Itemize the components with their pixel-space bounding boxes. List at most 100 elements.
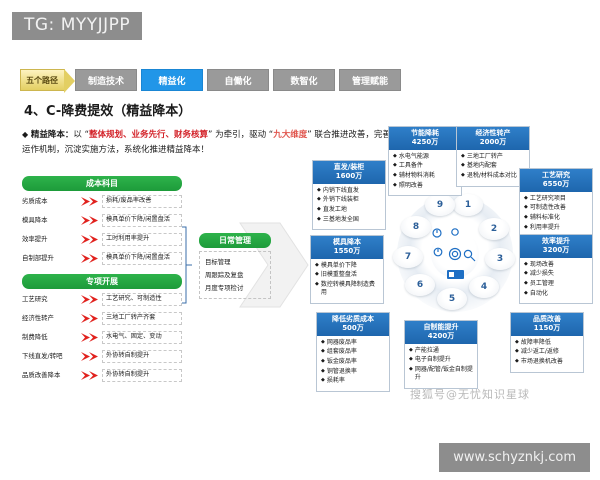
card-item: ◆利用率提升 [524,223,560,231]
stopwatch-icon [433,247,443,257]
card-item-label: 辅材物料消耗 [398,172,435,180]
card-item: ◆基地内配套 [461,162,497,170]
card-item-label: 模具单价下降 [320,261,357,269]
card-item-label: 网器/配管/钣金自制提升 [414,366,473,382]
wheel-petal-4[interactable]: 4 [469,276,499,298]
card-body: ◆内销下线直发 ◆外销下线装柜 ◆直发工地 ◆三基地发全国 [313,184,385,229]
card-body: ◆模具单价下降 ◆旧模重整盘活 ◆数控转模具降制造费用 [311,259,383,303]
card-item: ◆三基地发全国 [317,215,359,223]
card-item: ◆损耗率 [321,377,345,385]
card-item: ◆内销下线直发 [317,186,359,194]
card-item: ◆旧模重整盘活 [315,271,357,279]
card-item-label: 故障率降低 [520,338,551,346]
card-amount: 500万 [342,324,364,333]
card-zhifa[interactable]: 直发/装柜 1600万 ◆内销下线直发 ◆外销下线装柜 ◆直发工地 ◆三基地发全… [312,160,386,231]
card-item-label: 工艺研究项目 [529,194,566,202]
lead-bullet-icon: ◆ [22,130,29,139]
red-arrow-icon [80,370,102,381]
card-header: 品质改善 1150万 [511,313,583,336]
wheel-petal-1[interactable]: 1 [453,194,483,216]
wheel-petal-5[interactable]: 5 [437,288,467,310]
card-item: ◆直发工地 [317,206,347,214]
card-body: ◆工艺研究项目 ◆可制造性改善 ◆辅料标准化 ◆利用率提升 [520,192,592,237]
card-item: ◆辅材物料消耗 [393,172,435,180]
card-jieneng[interactable]: 节能降耗 4250万 ◆水电气能源 ◆工具备件 ◆辅材物料消耗 ◆照明改善 [388,126,462,197]
card-jingji[interactable]: 经济性转产 2000万 ◆三地工厂转产 ◆基地内配套 ◆退税/材料成本对比 [456,126,530,187]
row-label: 劣质成本 [22,196,48,205]
card-title: 节能降耗 [411,129,439,137]
red-arrow-icon [80,313,102,324]
card-item: ◆外销下线装柜 [317,196,359,204]
card-item-label: 减少返工/返修 [520,348,559,356]
card-item-label: 自动化 [529,289,548,297]
card-item: ◆组套废品率 [321,348,357,356]
daily-management-box: 日常管理 目标管理 周跟踪及复盘 月度专项检讨 [199,233,271,300]
card-xiaolv[interactable]: 效率提升 3200万 ◆现场改善 ◆减少损失 ◆员工管理 ◆自动化 [519,234,593,305]
card-header: 直发/装柜 1600万 [313,161,385,184]
path-nav-bar[interactable]: 五个路径 制造技术 精益化 自働化 数智化 管理赋能 [20,69,405,93]
row-label: 自制部提升 [22,253,54,262]
card-item-label: 现场改善 [529,260,554,268]
card-title: 模具降本 [333,238,361,246]
panel-special-programs: 专项开展 工艺研究 工艺研究、可制造性 经济性转产 三地工厂转产齐套 制费降低 … [22,274,182,384]
card-body: ◆现场改善 ◆减少损失 ◆员工管理 ◆自动化 [520,258,592,303]
card-item-label: 市场退换机改善 [520,358,563,366]
wheel-petal-2[interactable]: 2 [479,218,509,240]
card-item-label: 钣金废品率 [326,358,357,366]
card-item: ◆铜管退换率 [321,367,357,375]
card-zizhi[interactable]: 自制能提升 4200万 ◆产能拉通 ◆电子自制提升 ◆网器/配管/钣金自制提升 [404,320,478,389]
wheel-petal-7[interactable]: 7 [393,246,423,268]
card-item-label: 员工管理 [529,280,554,288]
row-value: 模具单价下降/闲置盘活 [102,214,182,227]
card-amount: 6550万 [542,180,570,189]
nav-item-1[interactable]: 精益化 [141,69,203,91]
lead-text-1: 以 “ [73,130,89,140]
card-item-label: 三基地发全国 [322,215,359,223]
card-item-label: 铜管退换率 [326,367,357,375]
card-moju[interactable]: 模具降本 1550万 ◆模具单价下降 ◆旧模重整盘活 ◆数控转模具降制造费用 [310,235,384,304]
card-body: ◆网器废品率 ◆组套废品率 ◆钣金废品率 ◆铜管退换率 ◆损耗率 [317,336,389,391]
card-item-label: 数控转模具降制造费用 [320,281,375,297]
panel-row: 劣质成本 损耗/废品率改善 [22,193,182,210]
lead-term: 精益降本： [30,130,74,140]
card-title: 直发/装柜 [333,163,365,171]
card-amount: 4200万 [427,332,455,341]
card-item-label: 三地工厂转产 [466,152,503,160]
row-value: 三地工厂转产齐套 [102,312,182,325]
card-pinzhi[interactable]: 品质改善 1150万 ◆故障率降低 ◆减少返工/返修 ◆市场退换机改善 [510,312,584,373]
wheel-petal-3[interactable]: 3 [485,248,515,270]
card-amount: 3200万 [542,246,570,255]
card-item: ◆现场改善 [524,260,554,268]
nav-item-0[interactable]: 制造技术 [75,69,137,91]
card-item: ◆辅料标准化 [524,214,560,222]
clock-icon [432,228,442,238]
card-item-label: 减少损失 [529,270,554,278]
gear-icon [451,228,459,236]
card-item-label: 组套废品率 [326,348,357,356]
lead-paragraph: ◆ 精益降本：以 “整体规划、业务先行、财务核算” 为牵引，驱动 “九大维度” … [22,128,397,158]
card-amount: 1150万 [533,324,561,333]
card-item-label: 利用率提升 [529,223,560,231]
nav-item-4[interactable]: 管理赋能 [339,69,401,91]
red-arrow-icon [80,332,102,343]
card-item: ◆数控转模具降制造费用 [315,281,380,297]
card-liezhi[interactable]: 降低劣质成本 500万 ◆网器废品率 ◆组套废品率 ◆钣金废品率 ◆铜管退换率 … [316,312,390,392]
wheel-petal-9[interactable]: 9 [425,194,455,216]
nav-item-3[interactable]: 数智化 [273,69,335,91]
panel-row: 品质改善降本 外协转自制提升 [22,367,182,384]
card-body: ◆三地工厂转产 ◆基地内配套 ◆退税/材料成本对比 [457,150,529,186]
wheel-petal-6[interactable]: 6 [405,274,435,296]
target-icon [448,247,462,261]
row-value: 工艺研究、可制造性 [102,293,182,306]
card-title: 经济性转产 [475,129,511,137]
daily-management-title: 日常管理 [199,233,271,248]
nav-item-2[interactable]: 自働化 [207,69,269,91]
card-header: 经济性转产 2000万 [457,127,529,150]
panel-row: 效率提升 工时利用率提升 [22,231,182,248]
card-gongyi[interactable]: 工艺研究 6550万 ◆工艺研究项目 ◆可制造性改善 ◆辅料标准化 ◆利用率提升 [519,168,593,239]
red-arrow-icon [80,294,102,305]
wheel-petal-8[interactable]: 8 [401,216,431,238]
row-value: 外协转自制提升 [102,369,182,382]
card-title: 效率提升 [542,237,570,245]
card-item: ◆减少损失 [524,270,554,278]
